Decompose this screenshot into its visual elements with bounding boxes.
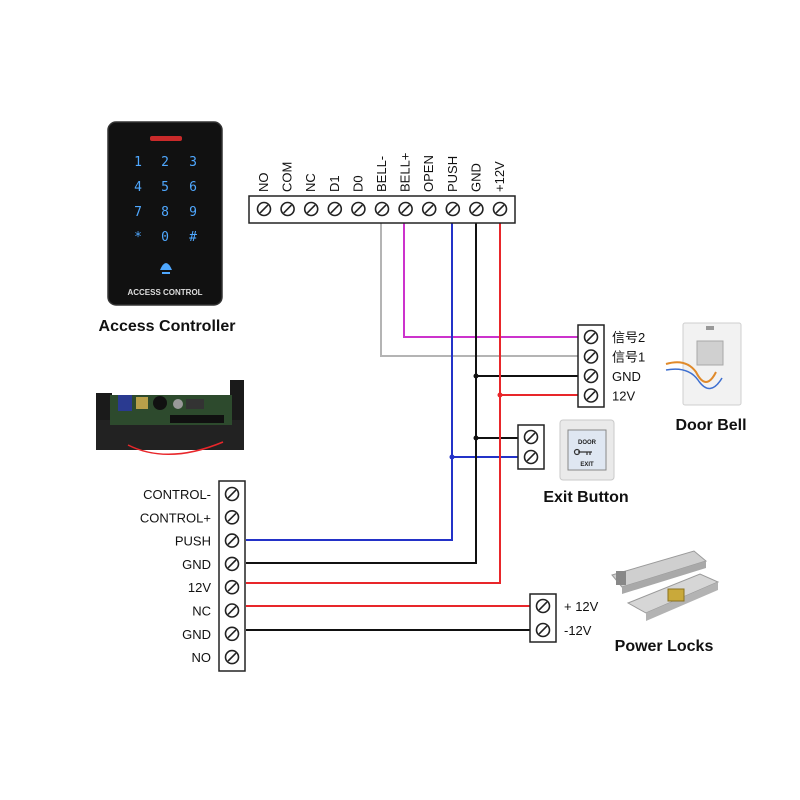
wire-bell-plus-to-signal2 bbox=[403, 221, 578, 338]
keypad-key: 9 bbox=[189, 205, 197, 220]
top-terminal-label: GND bbox=[468, 163, 483, 192]
terminal-screw bbox=[224, 579, 240, 595]
bell-terminal-label: 信号1 bbox=[612, 350, 645, 365]
power-locks-title: Power Locks bbox=[615, 638, 714, 655]
terminal-screw bbox=[523, 429, 539, 445]
keypad-key: 8 bbox=[161, 205, 169, 220]
keypad-key: # bbox=[189, 230, 197, 245]
psu-terminal-label: CONTROL- bbox=[143, 487, 211, 502]
top-terminal-label: BELL- bbox=[374, 156, 389, 192]
keypad-key: 4 bbox=[134, 180, 142, 195]
top-terminal-block: NO COM NC D1 D0 BELL- BELL+ OPEN PUSH GND +12V bbox=[248, 153, 516, 224]
keypad-panel-label: ACCESS CONTROL bbox=[127, 288, 202, 297]
door-bell-device bbox=[665, 322, 742, 406]
terminal-screw bbox=[583, 349, 599, 364]
bell-terminal-label: 信号2 bbox=[612, 330, 645, 345]
terminal-screw bbox=[535, 598, 551, 614]
bell-icon bbox=[160, 263, 172, 274]
exit-plate-bottom: EXIT bbox=[580, 462, 594, 468]
terminal-screw bbox=[224, 486, 240, 502]
terminal-screw bbox=[224, 626, 240, 642]
wire-gnd-black bbox=[246, 221, 477, 564]
access-controller-title: Access Controller bbox=[99, 318, 236, 335]
top-terminal-label: +12V bbox=[492, 161, 507, 192]
terminal-screw bbox=[583, 388, 599, 403]
psu-terminal-label: NO bbox=[192, 650, 212, 665]
keypad-key: * bbox=[134, 230, 142, 245]
terminal-screw bbox=[583, 368, 599, 384]
psu-terminal-label: GND bbox=[182, 557, 211, 572]
terminal-screw bbox=[224, 509, 240, 525]
exit-plate-top: DOOR bbox=[578, 440, 597, 446]
bell-terminal-label: 12V bbox=[612, 389, 635, 404]
psu-terminal-label: 12V bbox=[188, 580, 211, 595]
keypad-key: 5 bbox=[161, 180, 169, 195]
terminal-screw bbox=[492, 201, 508, 217]
terminal-screw bbox=[583, 329, 599, 345]
lock-terminal-label: -12V bbox=[564, 623, 592, 638]
terminal-screw bbox=[351, 201, 366, 217]
electric-strike-device bbox=[626, 573, 720, 621]
keypad-key: 1 bbox=[134, 155, 142, 170]
terminal-screw bbox=[224, 649, 240, 665]
psu-terminal-label: PUSH bbox=[175, 534, 211, 549]
terminal-screw bbox=[421, 201, 437, 217]
top-terminal-label: D0 bbox=[350, 175, 365, 192]
lock-terminal-label: + 12V bbox=[564, 599, 599, 614]
keypad-device: 1 2 3 4 5 6 7 8 9 * 0 # ACCESS CONTROL bbox=[107, 121, 223, 306]
keypad-key: 2 bbox=[161, 155, 169, 170]
keypad-key: 3 bbox=[189, 155, 197, 170]
psu-terminal-label: GND bbox=[182, 627, 211, 642]
top-terminal-label: OPEN bbox=[421, 155, 436, 192]
exit-button-device: DOOR EXIT bbox=[559, 419, 615, 481]
terminal-screw bbox=[535, 622, 551, 638]
bell-terminal-label: GND bbox=[612, 369, 641, 384]
terminal-screw bbox=[280, 201, 295, 217]
terminal-screw bbox=[469, 201, 484, 217]
top-terminal-label: BELL+ bbox=[398, 153, 413, 192]
wire-12v-red bbox=[246, 221, 501, 584]
terminal-screw bbox=[327, 201, 343, 217]
power-lock-terminal-block: + 12V -12V bbox=[529, 593, 599, 643]
key-icon bbox=[578, 451, 592, 455]
wire-push-blue bbox=[246, 221, 453, 541]
keypad-keys: 1 2 3 4 5 6 7 8 9 * 0 # bbox=[134, 155, 197, 245]
magnetic-lock-device bbox=[611, 550, 708, 594]
terminal-screw bbox=[303, 201, 319, 217]
exit-button-title: Exit Button bbox=[543, 489, 628, 506]
top-terminal-label: NC bbox=[303, 173, 318, 192]
junction-dot bbox=[497, 392, 503, 398]
terminal-screw bbox=[256, 201, 272, 217]
psu-terminal-label: CONTROL+ bbox=[140, 510, 211, 525]
wires bbox=[246, 221, 578, 631]
top-terminal-label: D1 bbox=[327, 175, 342, 192]
terminal-screw bbox=[224, 556, 240, 572]
junction-dot bbox=[473, 373, 479, 379]
psu-terminal-block: CONTROL- CONTROL+ PUSH GND 12V NC GND NO bbox=[140, 480, 246, 672]
terminal-screw bbox=[224, 603, 240, 618]
terminal-screw bbox=[398, 201, 413, 217]
power-supply-board bbox=[96, 380, 244, 456]
top-terminal-label: COM bbox=[280, 162, 295, 192]
keypad-key: 0 bbox=[161, 230, 169, 245]
top-terminal-label: NO bbox=[256, 173, 271, 193]
terminal-screw bbox=[523, 449, 539, 465]
wire-bell-minus-to-signal1 bbox=[380, 221, 578, 357]
keypad-key: 6 bbox=[189, 180, 197, 195]
psu-terminal-label: NC bbox=[192, 604, 211, 619]
exit-button-terminal-block bbox=[517, 424, 545, 470]
junction-dot bbox=[449, 454, 455, 460]
keypad-key: 7 bbox=[134, 205, 142, 220]
door-bell-title: Door Bell bbox=[675, 417, 746, 434]
junction-dot bbox=[473, 435, 479, 441]
terminal-screw bbox=[224, 533, 240, 548]
terminal-screw bbox=[445, 201, 461, 217]
top-terminal-label: PUSH bbox=[445, 156, 460, 192]
terminal-screw bbox=[374, 201, 390, 217]
